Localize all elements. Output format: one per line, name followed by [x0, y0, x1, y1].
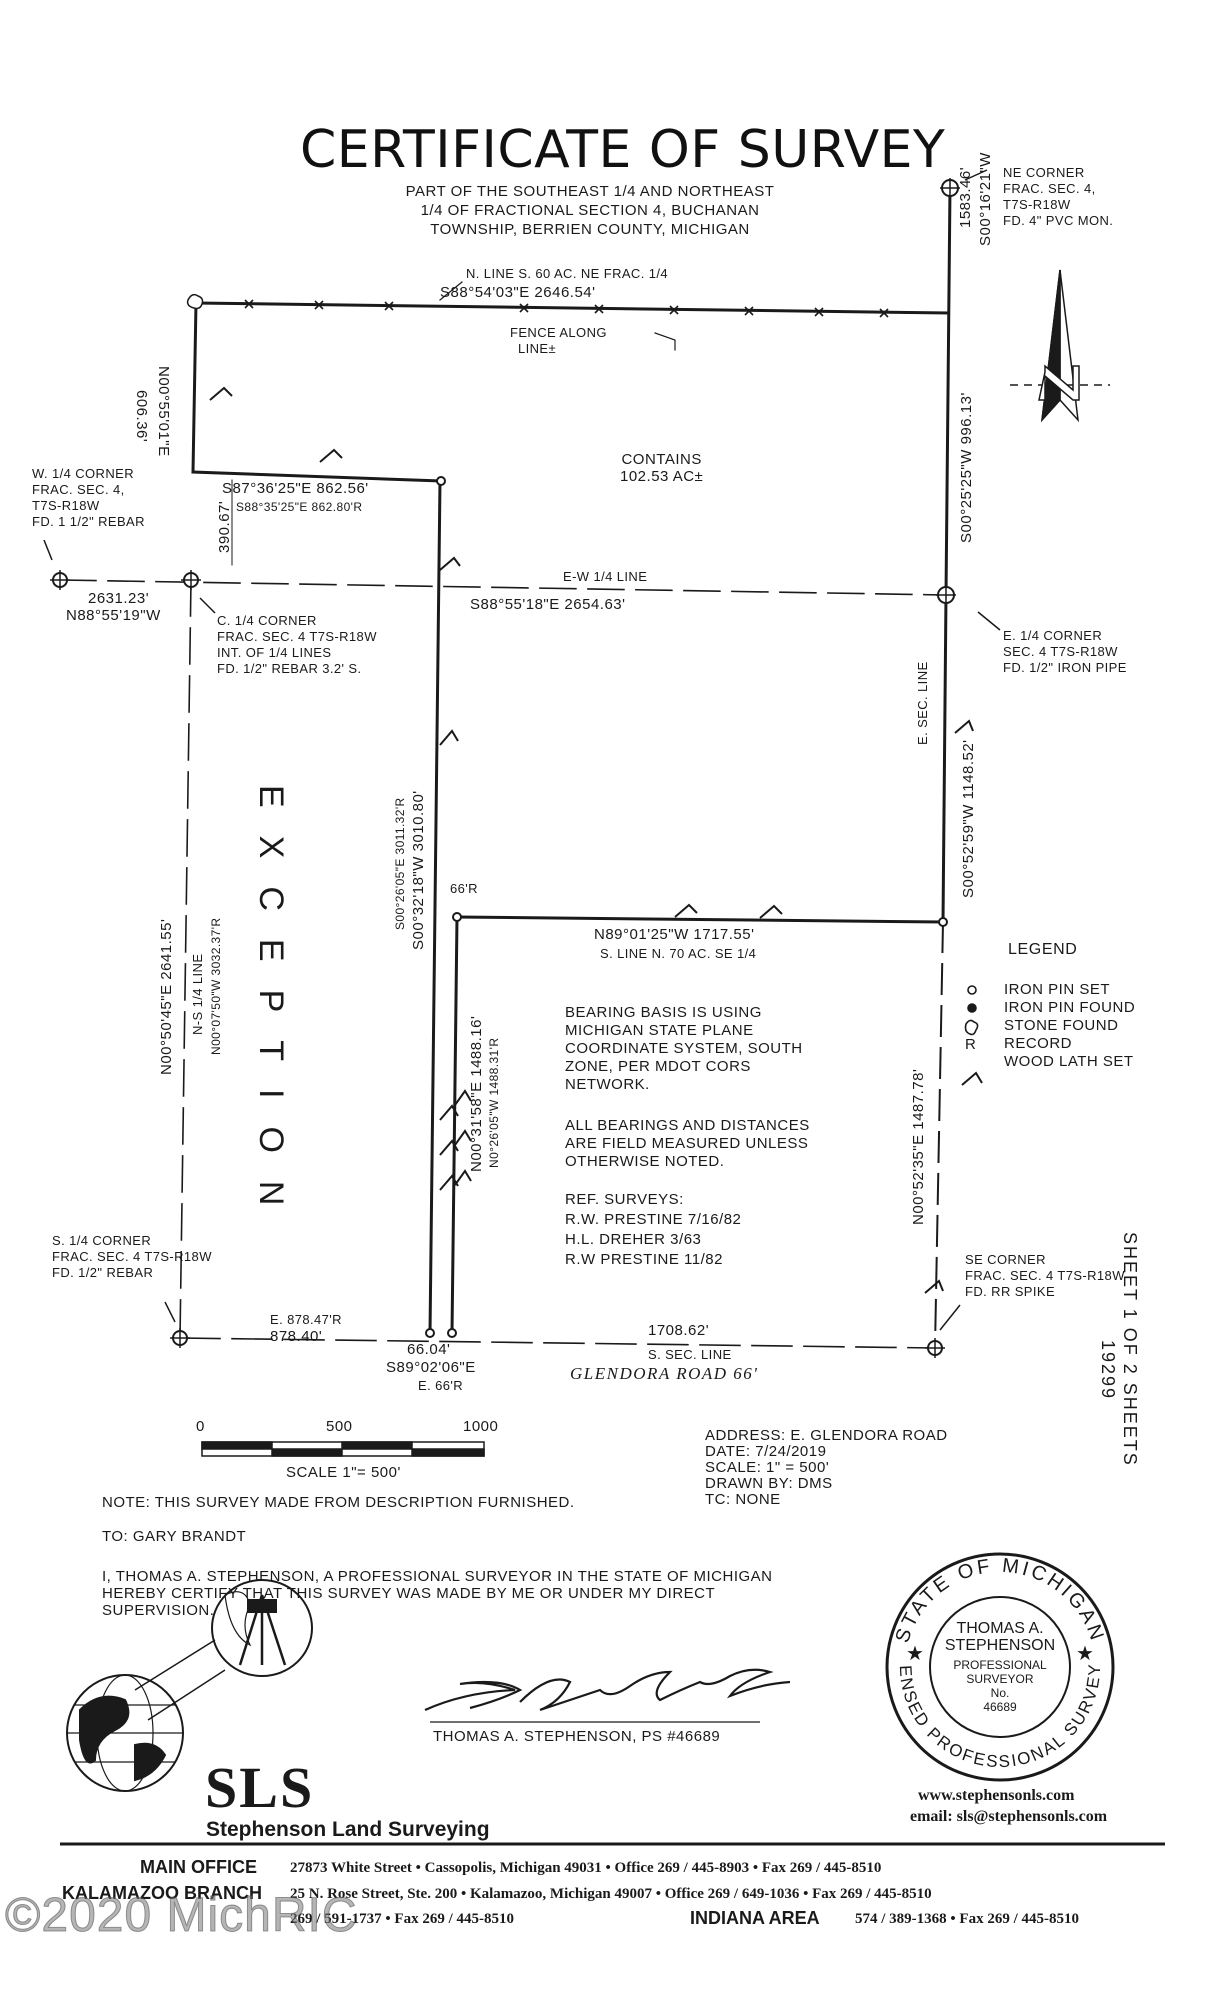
- document-title: CERTIFICATE OF SURVEY: [300, 120, 946, 180]
- sls-globe-logo: [66, 1579, 313, 1792]
- south-70-acre-bearing: N89°01'25"W 1717.55': [594, 926, 755, 943]
- west-long-bearing: N00°50'45"E 2641.55': [158, 918, 175, 1075]
- scale-tick-1000: 1000: [463, 1418, 499, 1435]
- se-corner-label: SE CORNER FRAC. SEC. 4 T7S-R18W FD. RR S…: [965, 1252, 1125, 1299]
- survey-description: PART OF THE SOUTHEAST 1/4 AND NORTHEAST …: [405, 183, 775, 238]
- seal-center-text: THOMAS A. STEPHENSON PROFESSIONAL SURVEY…: [944, 1620, 1056, 1714]
- reference-surveys: REF. SURVEYS: R.W. PRESTINE 7/16/82 H.L.…: [565, 1191, 742, 1268]
- client-to: TO: GARY BRANDT: [102, 1528, 247, 1545]
- east-section-line-label: E. SEC. LINE: [915, 661, 930, 745]
- ne-line-bearing: S00°16'21"W: [977, 152, 994, 246]
- e-quarter-corner-label: E. 1/4 CORNER SEC. 4 T7S-R18W FD. 1/2" I…: [1003, 628, 1127, 675]
- inner-west-boundary-line: [428, 479, 442, 1335]
- west-upper-distance: 606.36': [133, 390, 150, 443]
- bearing-basis-note: BEARING BASIS IS USING MICHIGAN STATE PL…: [565, 1004, 803, 1093]
- west-upper-boundary-line: [191, 301, 198, 474]
- north-line-bearing: S88°54'03"E 2646.54': [440, 284, 596, 301]
- north-line-label: N. LINE S. 60 AC. NE FRAC. 1/4: [466, 266, 669, 281]
- inner-line-bearing: S87°36'25"E 862.56': [222, 480, 369, 497]
- ne-corner-label: NE CORNER FRAC. SEC. 4, T7S-R18W FD. 4" …: [1003, 165, 1114, 228]
- south-section-line: [179, 1337, 936, 1349]
- scale-bar: [201, 1441, 485, 1457]
- east-section-line-lower: [933, 920, 945, 1350]
- south-right-distance: 1708.62': [648, 1322, 710, 1339]
- ns-quarter-line: [179, 579, 192, 1339]
- west-segment-bearing: N88°55'19"W: [66, 607, 161, 624]
- south-section-line-label: S. SEC. LINE: [648, 1347, 732, 1362]
- south-left-record: E. 878.47'R: [270, 1312, 342, 1327]
- legend-items: IRON PIN SET IRON PIN FOUND STONE FOUND …: [1004, 981, 1136, 1070]
- indiana-area-label: INDIANA AREA: [690, 1908, 820, 1928]
- west-segment-distance: 2631.23': [88, 590, 150, 607]
- main-office-label: MAIN OFFICE: [140, 1857, 257, 1877]
- sheet-number: SHEET 1 OF 2 SHEETS: [1120, 1232, 1140, 1467]
- south-strip-bearing: S89°02'06"E: [386, 1359, 476, 1376]
- legend-title: LEGEND: [1008, 941, 1078, 958]
- east-mid-bearing: S00°52'59"W 1148.52': [960, 739, 977, 898]
- company-email[interactable]: email: sls@stephensonls.com: [910, 1808, 1108, 1825]
- company-name: Stephenson Land Surveying: [206, 1818, 490, 1841]
- ew-quarter-line-bearing: S88°55'18"E 2654.63': [470, 596, 626, 613]
- east-boundary-line-mid: [941, 593, 948, 924]
- exception-area-label: EXCEPTION: [252, 785, 290, 1234]
- inner-boundary-line: [191, 470, 442, 483]
- svg-text:★: ★: [906, 1643, 924, 1665]
- strip-bearing: N00°31'58"E 1488.16': [468, 1015, 485, 1172]
- company-website[interactable]: www.stephensonls.com: [918, 1787, 1075, 1804]
- east-boundary-line: [944, 186, 952, 597]
- kalamazoo-branch-address: 25 N. Rose Street, Ste. 200 • Kalamazoo,…: [290, 1886, 932, 1902]
- w-quarter-corner-label: W. 1/4 CORNER FRAC. SEC. 4, T7S-R18W FD.…: [32, 466, 145, 529]
- north-arrow-icon: [1010, 269, 1110, 423]
- surveyor-signature: [424, 1668, 791, 1723]
- road-label: GLENDORA ROAD 66': [570, 1364, 759, 1383]
- inner-line-record: S88°35'25"E 862.80'R: [236, 500, 363, 514]
- south-strip-record: E. 66'R: [418, 1378, 464, 1393]
- watermark: ©2020 MichRIC: [5, 1889, 358, 1943]
- strip-record: N0°26'05"W 1488.31'R: [487, 1037, 501, 1168]
- strip-east-line: [450, 915, 459, 1335]
- south-strip-distance: 66.04': [407, 1341, 451, 1358]
- c-quarter-corner-label: C. 1/4 CORNER FRAC. SEC. 4 T7S-R18W INT.…: [217, 613, 377, 676]
- ew-quarter-line: [59, 579, 947, 596]
- field-measured-note: ALL BEARINGS AND DISTANCES ARE FIELD MEA…: [565, 1117, 810, 1170]
- survey-info-block: ADDRESS: E. GLENDORA ROAD DATE: 7/24/201…: [705, 1427, 948, 1508]
- job-number: 19299: [1098, 1340, 1118, 1401]
- west-long-record: N00°07'50"W 3032.37'R: [209, 917, 223, 1055]
- inner-west-record: S00°26'05"E 3011.32'R: [393, 797, 407, 930]
- professional-surveyor-seal: [885, 1552, 1115, 1782]
- east-lower-bearing: N00°52'35"E 1487.78': [910, 1068, 927, 1225]
- east-upper-bearing: S00°25'25"W 996.13': [958, 392, 975, 543]
- svg-text:★: ★: [1076, 1643, 1094, 1665]
- indiana-area-phone: 574 / 389-1368 • Fax 269 / 445-8510: [855, 1911, 1079, 1927]
- signature-name: THOMAS A. STEPHENSON, PS #46689: [433, 1728, 721, 1745]
- west-upper-bearing: N00°55'01"E: [155, 366, 172, 457]
- certification-statement: I, THOMAS A. STEPHENSON, A PROFESSIONAL …: [102, 1568, 773, 1619]
- fence-label: FENCE ALONG LINE±: [510, 325, 607, 356]
- scale-label: SCALE 1"= 500': [286, 1464, 401, 1481]
- kalamazoo-branch-label: KALAMAZOO BRANCH: [62, 1883, 262, 1903]
- scale-tick-500: 500: [326, 1418, 353, 1435]
- strip-width-record: 66'R: [450, 881, 478, 896]
- area-contains: CONTAINS 102.53 AC±: [620, 451, 704, 485]
- south-70-acre-label: S. LINE N. 70 AC. SE 1/4: [600, 946, 757, 961]
- company-abbreviation: SLS: [205, 1755, 315, 1820]
- ne-line-distance: 1583.46': [957, 166, 974, 228]
- third-office-phone: 269 / 591-1737 • Fax 269 / 445-8510: [290, 1911, 514, 1927]
- s-quarter-corner-label: S. 1/4 CORNER FRAC. SEC. 4 T7S-R18W FD. …: [52, 1233, 212, 1280]
- north-boundary-line: [194, 301, 950, 315]
- south-70-acre-line: [455, 915, 945, 924]
- ew-quarter-line-label: E-W 1/4 LINE: [563, 569, 648, 584]
- description-note: NOTE: THIS SURVEY MADE FROM DESCRIPTION …: [102, 1494, 575, 1511]
- main-office-address: 27873 White Street • Cassopolis, Michiga…: [290, 1860, 882, 1876]
- legend-record-symbol: R: [965, 1036, 977, 1053]
- south-left-distance: 878.40': [270, 1328, 323, 1345]
- inner-short-distance: 390.67': [216, 500, 233, 553]
- scale-tick-0: 0: [196, 1418, 205, 1435]
- ns-quarter-line-label: N-S 1/4 LINE: [190, 953, 205, 1035]
- inner-west-bearing: S00°32'18"W 3010.80': [410, 790, 427, 950]
